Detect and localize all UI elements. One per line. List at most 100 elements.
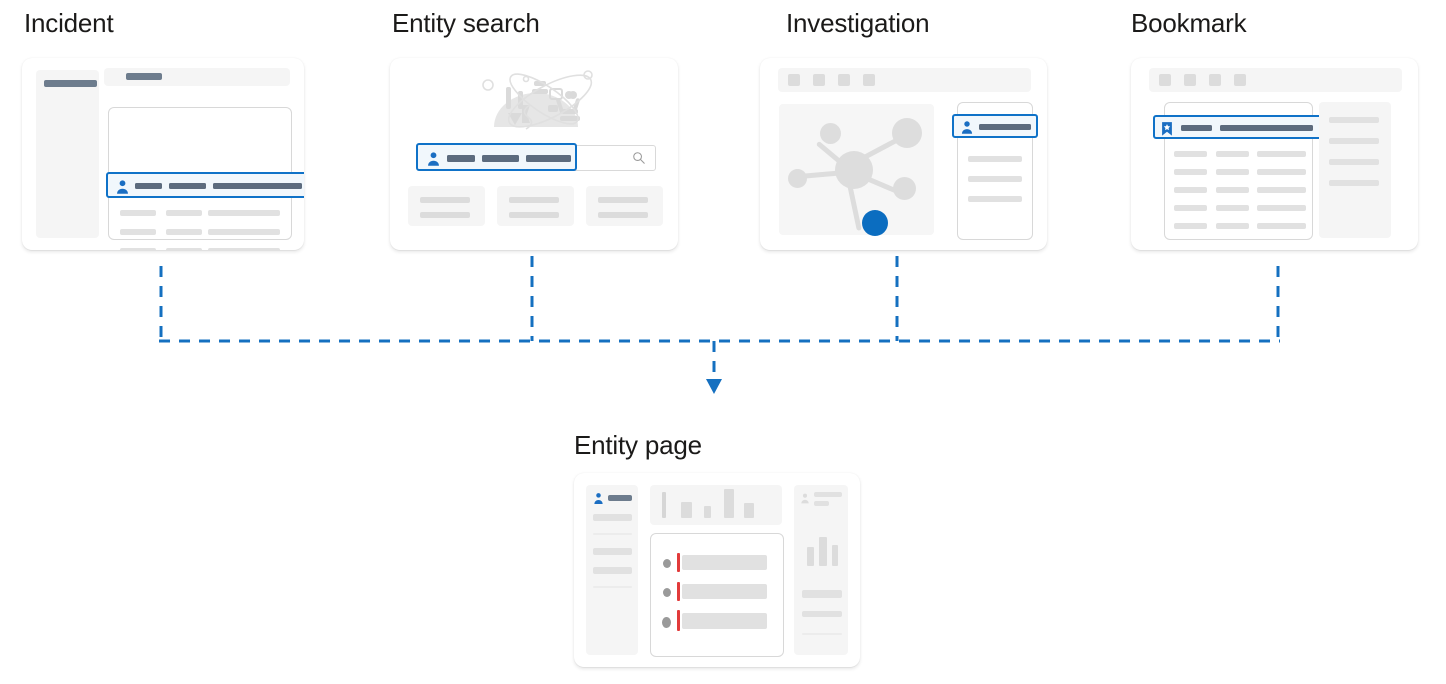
table-row: [1216, 151, 1249, 157]
right-panel-line: [802, 590, 842, 598]
toolbar-button[interactable]: [863, 74, 875, 86]
graph-node[interactable]: [820, 123, 841, 144]
graph-node[interactable]: [788, 169, 807, 188]
entity-search-token-bar-1: [447, 155, 475, 162]
bookmark-row-bar-2: [1220, 125, 1313, 131]
left-panel-divider: [593, 533, 632, 535]
card-title-investigation: Investigation: [786, 8, 930, 38]
incident-row-bar-3: [213, 183, 302, 189]
incident-nav-item: [44, 80, 97, 87]
incident-toolbar[interactable]: [104, 68, 290, 86]
table-row: [1216, 205, 1249, 211]
table-row: [1257, 169, 1306, 175]
detail-line: [968, 196, 1022, 202]
incident-card[interactable]: [22, 58, 304, 250]
table-row: [208, 210, 280, 216]
card-title-entity-search: Entity search: [392, 8, 540, 38]
detail-line: [968, 156, 1022, 162]
table-row: [1216, 223, 1249, 229]
alert-severity-dot: [663, 588, 671, 597]
table-row: [1174, 187, 1207, 193]
entity-search-token-bar-2: [482, 155, 519, 162]
list-item[interactable]: [497, 186, 574, 226]
chart-bar-4: [724, 489, 734, 518]
graph-node[interactable]: [893, 177, 916, 200]
investigation-row-bar: [979, 124, 1031, 130]
incident-row-bar-2: [169, 183, 206, 189]
result-line: [509, 197, 559, 203]
card-title-incident: Incident: [24, 8, 114, 38]
investigation-card[interactable]: [760, 58, 1047, 250]
investigation-selected-entity-row[interactable]: [952, 114, 1038, 138]
alert-accent-bar: [677, 553, 680, 572]
person-icon: [117, 180, 128, 194]
list-item[interactable]: [682, 584, 767, 599]
result-line: [598, 212, 648, 218]
table-row: [120, 248, 156, 250]
right-chart-bar-2: [819, 537, 827, 566]
incident-left-nav[interactable]: [36, 70, 99, 238]
search-icon[interactable]: [632, 151, 646, 165]
table-row: [166, 248, 202, 250]
list-item[interactable]: [586, 186, 663, 226]
result-line: [420, 212, 470, 218]
list-item[interactable]: [682, 555, 767, 570]
person-icon: [801, 493, 809, 504]
table-row: [1216, 187, 1249, 193]
table-row: [120, 210, 156, 216]
investigation-graph-canvas[interactable]: [779, 104, 934, 236]
table-row: [166, 229, 202, 235]
entity-page-right-panel[interactable]: [794, 485, 848, 655]
detail-line: [968, 176, 1022, 182]
table-row: [1174, 169, 1207, 175]
right-panel-line: [802, 611, 842, 617]
right-chart-bar-3: [832, 545, 838, 566]
entity-page-card[interactable]: [574, 473, 860, 667]
result-line: [598, 197, 648, 203]
list-item[interactable]: [408, 186, 485, 226]
toolbar-button[interactable]: [1209, 74, 1221, 86]
alert-accent-bar: [677, 610, 680, 631]
entity-search-selected-token-row[interactable]: [416, 143, 577, 171]
table-row: [1257, 205, 1306, 211]
table-row: [120, 229, 156, 235]
toolbar-button[interactable]: [1234, 74, 1246, 86]
chart-bar-3: [704, 506, 711, 518]
left-panel-line: [593, 567, 632, 574]
entity-page-entity-name: [608, 495, 632, 501]
table-row: [166, 210, 202, 216]
toolbar-button[interactable]: [1184, 74, 1196, 86]
entity-page-chart-strip[interactable]: [650, 485, 782, 525]
graph-node[interactable]: [892, 118, 922, 148]
alert-accent-bar: [677, 582, 680, 601]
list-item[interactable]: [682, 613, 767, 629]
toolbar-button[interactable]: [838, 74, 850, 86]
entity-search-card[interactable]: [390, 58, 678, 250]
alert-severity-dot: [663, 559, 671, 568]
search-hero-illustration: [482, 70, 593, 130]
toolbar-button[interactable]: [1159, 74, 1171, 86]
bookmark-selected-row[interactable]: [1153, 115, 1322, 139]
bookmark-side-panel[interactable]: [1319, 102, 1391, 238]
person-icon: [428, 152, 439, 166]
toolbar-button[interactable]: [788, 74, 800, 86]
alert-severity-dot: [662, 617, 671, 628]
toolbar-button[interactable]: [813, 74, 825, 86]
bookmark-row-bar-1: [1181, 125, 1212, 131]
table-row: [1216, 169, 1249, 175]
incident-selected-entity-row[interactable]: [106, 172, 304, 198]
table-row: [1257, 151, 1306, 157]
graph-node-highlighted[interactable]: [862, 210, 888, 236]
left-panel-line: [593, 514, 632, 521]
card-title-bookmark: Bookmark: [1131, 8, 1247, 38]
connector-arrowhead: [706, 379, 722, 394]
table-row: [1257, 223, 1306, 229]
right-panel-divider: [802, 633, 842, 635]
card-title-entity-page: Entity page: [574, 430, 702, 460]
bookmark-card[interactable]: [1131, 58, 1418, 250]
person-icon: [961, 121, 973, 134]
graph-node-center[interactable]: [835, 151, 873, 189]
side-panel-line: [1329, 117, 1379, 123]
left-panel-divider: [593, 586, 632, 588]
bookmark-icon: [1162, 122, 1172, 136]
